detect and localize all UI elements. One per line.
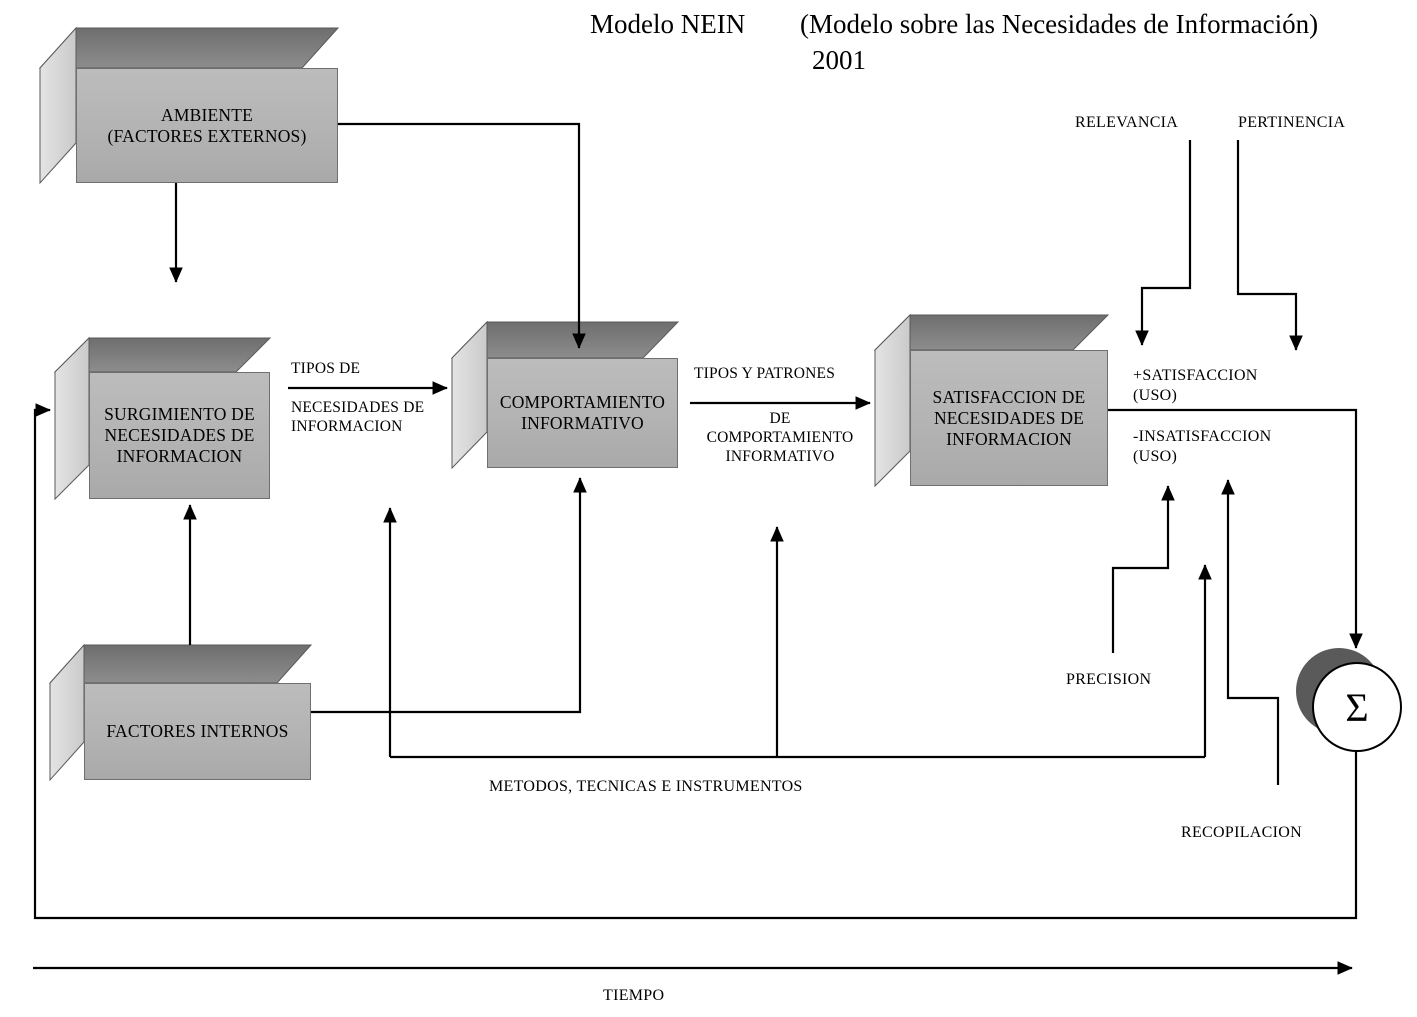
connector-recopilacion	[1221, 479, 1280, 785]
box-ambiente-label: AMBIENTE (FACTORES EXTERNOS)	[107, 104, 307, 146]
edge-label-tipos-y-patrones: TIPOS Y PATRONES	[694, 365, 836, 382]
edge-label-necesidades-de-informacion: NECESIDADES DE INFORMACION	[291, 399, 425, 435]
cube-faces-surgimiento	[53, 336, 272, 501]
box-factores-internos-front	[84, 683, 311, 780]
connector-pertinencia	[1236, 140, 1303, 351]
page-title-model-name: Modelo NEIN	[590, 9, 746, 39]
box-satisfaccion-front	[910, 350, 1108, 486]
connector-relevancia	[1135, 140, 1192, 346]
box-ambiente[interactable]: AMBIENTE (FACTORES EXTERNOS)	[76, 68, 338, 183]
annotation-metodos: METODOS, TECNICAS E INSTRUMENTOS	[489, 778, 803, 795]
box-surgimiento-label: SURGIMIENTO DE NECESIDADES DE INFORMACIO…	[104, 404, 255, 466]
edge-label-mas-satisfaccion: +SATISFACCION (USO)	[1133, 367, 1258, 404]
box-factores-internos[interactable]: FACTORES INTERNOS	[84, 683, 311, 780]
page-title-expansion: (Modelo sobre las Necesidades de Informa…	[800, 9, 1319, 39]
annotation-tiempo: TIEMPO	[603, 987, 665, 1004]
box-surgimiento-front	[89, 372, 270, 499]
edge-label-menos-insatisfaccion: -INSATISFACCION (USO)	[1133, 428, 1272, 465]
cube-faces-comportamiento	[450, 320, 680, 470]
box-satisfaccion-label: SATISFACCION DE NECESIDADES DE INFORMACI…	[932, 386, 1086, 449]
connector-precision	[1111, 485, 1175, 653]
cube-faces-factores-internos	[48, 643, 313, 782]
sigma-symbol: Σ	[1312, 662, 1402, 752]
box-comportamiento-front	[487, 358, 678, 468]
page-title-year: 2001	[812, 45, 866, 75]
sigma-node[interactable]: Σ	[1296, 648, 1402, 752]
connector-feedback-loop	[33, 403, 1358, 920]
edge-label-de-comportamiento-informativo: DE COMPORTAMIENTO INFORMATIVO	[706, 410, 854, 465]
edge-label-tipos-de: TIPOS DE	[291, 360, 361, 377]
connector-satisfaccion-to-sigma	[1108, 408, 1363, 649]
cube-faces-satisfaccion	[873, 313, 1110, 488]
annotation-recopilacion: RECOPILACION	[1181, 824, 1302, 841]
connector-ambiente-to-comportamiento	[338, 122, 586, 349]
annotation-relevancia: RELEVANCIA	[1075, 114, 1179, 131]
box-surgimiento[interactable]: SURGIMIENTO DE NECESIDADES DE INFORMACIO…	[89, 372, 270, 499]
cube-faces-ambiente	[38, 26, 340, 185]
annotation-precision: PRECISION	[1066, 671, 1152, 688]
connector-factores-to-comportamiento	[311, 477, 587, 714]
box-comportamiento-label: COMPORTAMIENTO INFORMATIVO	[499, 392, 666, 433]
box-factores-internos-label: FACTORES INTERNOS	[106, 721, 289, 741]
annotation-pertinencia: PERTINENCIA	[1238, 114, 1346, 131]
box-ambiente-front	[76, 68, 338, 183]
box-satisfaccion[interactable]: SATISFACCION DE NECESIDADES DE INFORMACI…	[910, 350, 1108, 486]
box-comportamiento[interactable]: COMPORTAMIENTO INFORMATIVO	[487, 358, 678, 468]
